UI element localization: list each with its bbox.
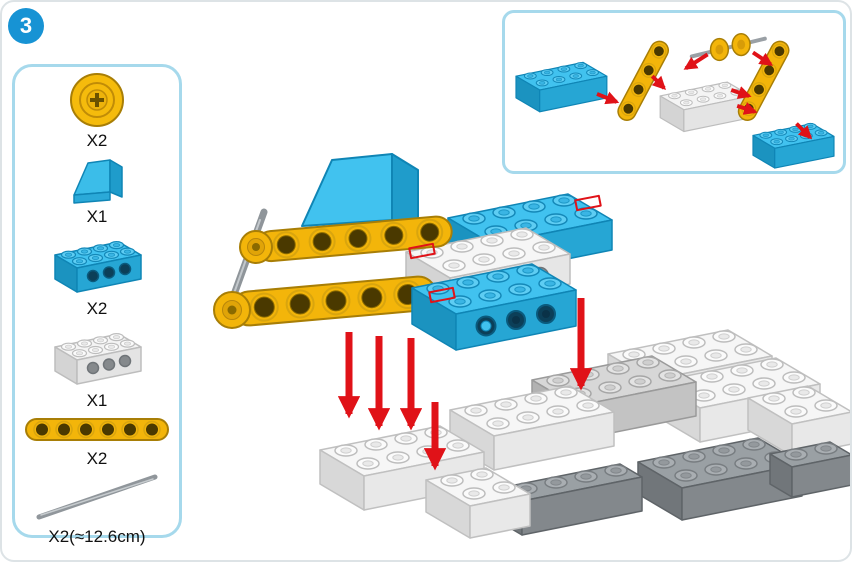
round-pulley-top — [239, 230, 273, 264]
base-assembly — [319, 329, 850, 539]
inset-yellow-beam — [617, 40, 670, 121]
white-brick-icon — [54, 333, 142, 385]
sequence-arrow — [650, 74, 667, 90]
part-entry-slope-brick: X1 — [64, 151, 130, 227]
inset-yellow-beam — [737, 40, 790, 121]
part-count-label: X2 — [86, 131, 108, 150]
alignment-marker — [574, 194, 602, 212]
part-count-label: X1 — [86, 207, 108, 226]
axle-rod-icon — [36, 474, 158, 520]
slope-brick — [301, 153, 419, 229]
step-number: 3 — [19, 13, 33, 38]
inset-blue-brick-left — [515, 61, 608, 113]
part-count-label: X1 — [86, 391, 108, 410]
sequence-arrow — [751, 50, 774, 66]
subassembly-inset — [502, 10, 846, 174]
blue-brick-holes — [411, 263, 577, 351]
sequence-arrow — [730, 86, 752, 99]
slope-brick-icon — [73, 159, 123, 204]
part-entry-white-brick: X1 — [47, 319, 147, 411]
floating-assembly — [213, 153, 613, 351]
alignment-marker — [408, 242, 436, 260]
sequence-arrow — [795, 122, 813, 140]
blue-pin — [480, 320, 492, 332]
inset-arrows — [596, 50, 813, 140]
blue-brick-icon — [54, 241, 142, 293]
placement-arrows — [337, 298, 593, 471]
step-number-badge: 3 — [8, 8, 44, 44]
yellow-beam-bottom — [231, 275, 437, 327]
part-entry-axle-rod: X2(≈12.6cm) — [27, 469, 167, 547]
round-pulley-bottom — [213, 291, 251, 329]
part-entry-blue-brick: X2 — [47, 227, 147, 319]
sequence-arrow — [736, 101, 758, 115]
inset-pulley-assembly — [689, 32, 767, 62]
inset-white-brick — [659, 81, 752, 133]
round-pulley-icon — [70, 73, 124, 127]
base-brick — [747, 385, 850, 457]
inset-blue-brick-right — [752, 122, 835, 169]
sequence-arrow — [596, 91, 620, 105]
parts-list-panel: X2 X1 X2 — [12, 64, 182, 546]
part-entry-round-pulley: X2 — [65, 71, 129, 151]
base-brick — [425, 467, 531, 539]
base-brick — [769, 441, 850, 498]
part-count-label: X2 — [86, 449, 108, 468]
sequence-arrow — [683, 52, 709, 70]
subassembly-inset-illustration — [515, 32, 835, 169]
part-count-label: X2(≈12.6cm) — [48, 527, 146, 546]
part-count-label: X2 — [86, 299, 108, 318]
base-brick — [319, 425, 485, 511]
part-entry-yellow-beam: X2 — [22, 411, 172, 469]
yellow-beam-icon — [25, 418, 169, 441]
alignment-marker — [428, 286, 456, 304]
